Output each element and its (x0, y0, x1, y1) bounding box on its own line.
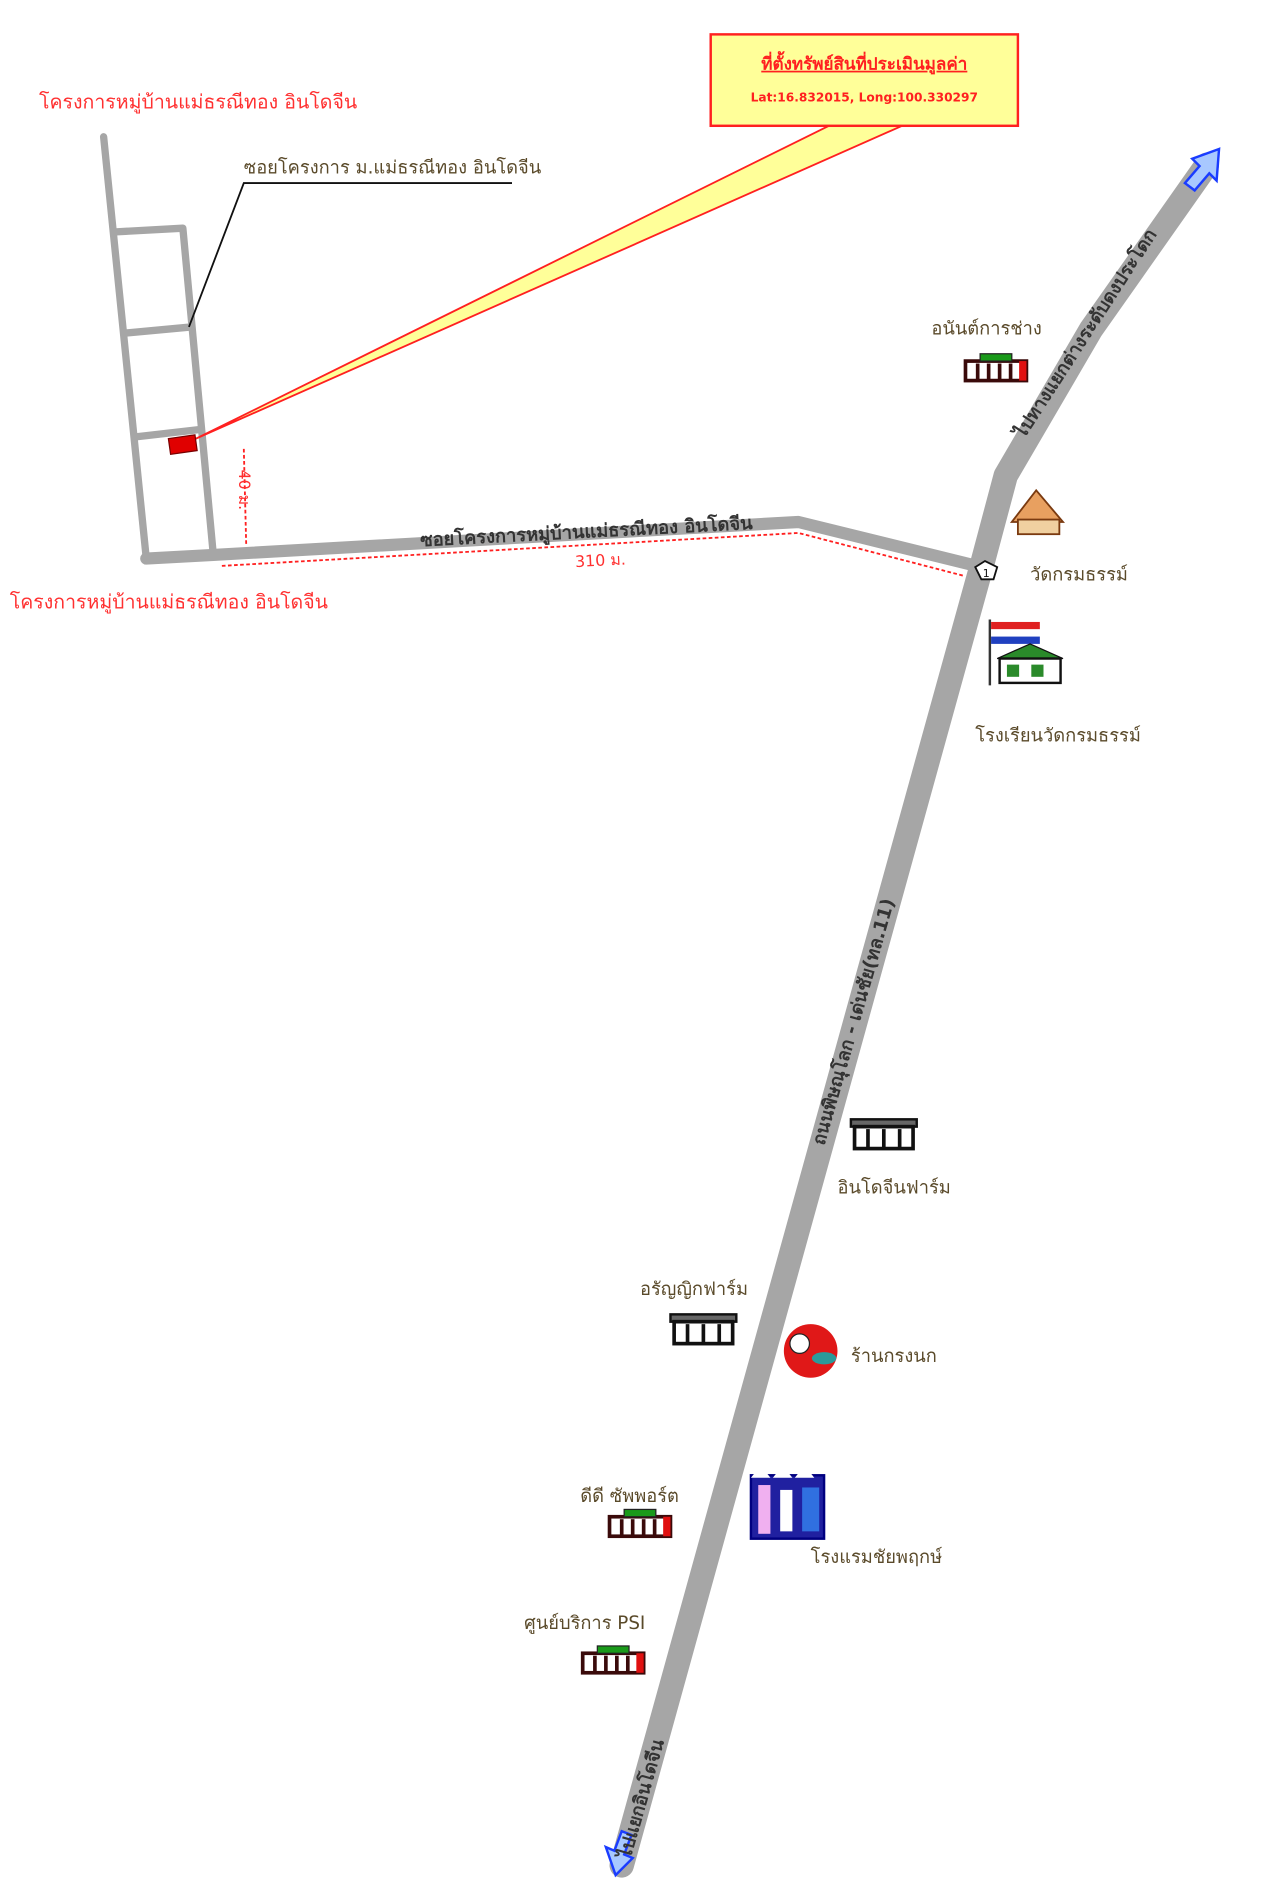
soi-leader-label: ซอยโครงการ ม.แม่ธรณีทอง อินโดจีน (244, 156, 542, 178)
distance-310-line (221, 532, 964, 577)
shop-icon (963, 351, 1029, 383)
svg-text:1: 1 (983, 567, 990, 580)
landmark-krongnok: ร้านกรงนก (783, 1324, 937, 1378)
soi-road-label: ซอยโครงการหมู่บ้านแม่ธรณีทอง อินโดจีน (420, 512, 754, 552)
school-icon (988, 619, 1064, 686)
project-label-bottom: โครงการหมู่บ้านแม่ธรณีทอง อินโดจีน (10, 591, 328, 615)
landmark-school: โรงเรียนวัดกรมธรรม์ (975, 619, 1141, 746)
store-icon (668, 1312, 739, 1346)
callout-coords: Lat:16.832015, Long:100.330297 (751, 90, 978, 104)
svg-text:โรงแรมชัยพฤกษ์: โรงแรมชัยพฤกษ์ (811, 1546, 943, 1568)
landmark-anan: อนันต์การช่าง (931, 317, 1042, 383)
project-label-top: โครงการหมู่บ้านแม่ธรณีทอง อินโดจีน (39, 91, 357, 115)
restaurant-icon (783, 1324, 838, 1378)
svg-text:ดีดี ซัพพอร์ต: ดีดี ซัพพอร์ต (580, 1485, 679, 1507)
landmark-psi: ศูนย์บริการ PSI (524, 1612, 646, 1675)
main-road (609, 152, 1220, 1878)
landmark-wat: วัดกรมธรรม์ (1009, 488, 1128, 586)
svg-text:ร้านกรงนก: ร้านกรงนก (851, 1346, 937, 1367)
store-icon (849, 1117, 919, 1151)
landmark-hotel: โรงแรมชัยพฤกษ์ (749, 1465, 943, 1568)
landmark-aranyik-farm: อรัญญิกฟาร์ม (640, 1278, 748, 1346)
svg-text:อรัญญิกฟาร์ม: อรัญญิกฟาร์ม (640, 1278, 748, 1300)
callout-title: ที่ตั้งทรัพย์สินที่ประเมินมูลค่า (761, 51, 967, 76)
svg-text:โรงเรียนวัดกรมธรรม์: โรงเรียนวัดกรมธรรม์ (975, 724, 1141, 746)
temple-icon (1009, 488, 1065, 536)
junction-marker-icon: 1 (974, 559, 999, 581)
main-road-label: ถนนพิษณุโลก - เด่นชัย(ทล.11) (808, 896, 901, 1148)
landmark-indochina-farm: อินโดจีนฟาร์ม (837, 1117, 951, 1199)
hotel-icon (749, 1465, 826, 1540)
arrow-north-icon (1183, 147, 1221, 193)
distance-40-label: 40 ม. (235, 470, 254, 511)
svg-text:ศูนย์บริการ PSI: ศูนย์บริการ PSI (524, 1612, 645, 1634)
shop-icon (580, 1644, 646, 1675)
leader-line (188, 182, 512, 328)
distance-310-label: 310 ม. (575, 549, 627, 571)
svg-text:อินโดจีนฟาร์ม: อินโดจีนฟาร์ม (837, 1177, 950, 1199)
distance-40-line (242, 448, 248, 547)
svg-text:อนันต์การช่าง: อนันต์การช่าง (931, 317, 1042, 339)
arrow-south-icon (603, 1829, 635, 1878)
callout-box (709, 33, 1020, 128)
landmark-dd-support: ดีดี ซัพพอร์ต (580, 1485, 679, 1539)
village-roads (99, 133, 988, 574)
shop-icon (607, 1507, 673, 1539)
svg-text:วัดกรมธรรม์: วัดกรมธรรม์ (1030, 564, 1128, 586)
property-marker-icon (167, 434, 198, 455)
